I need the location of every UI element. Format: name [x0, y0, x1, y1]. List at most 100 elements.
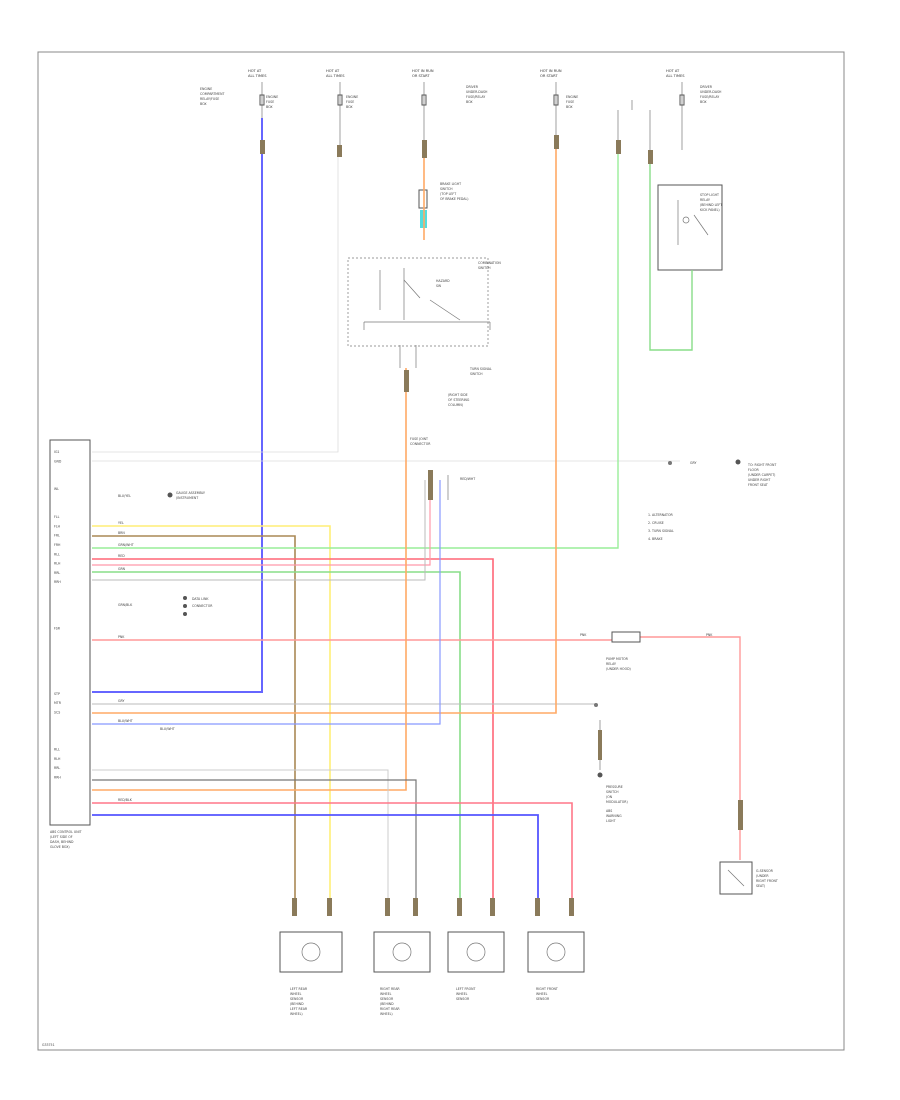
- ws1-line5: LEFT REAR: [290, 1007, 308, 1011]
- legend-1: 1. ALTERNATOR: [648, 513, 674, 517]
- ws1-line1: LEFT REAR: [290, 987, 308, 991]
- wires: [92, 118, 741, 905]
- module-pin-label: RRL: [54, 766, 60, 770]
- relay-box-line3: (TOP LEFT: [440, 192, 456, 196]
- fuse-3: [421, 94, 427, 106]
- conn-pink-gsensor: [738, 800, 743, 830]
- wire-green-long: [92, 145, 619, 549]
- module-pin-label: WL: [54, 487, 59, 491]
- module-pin-label: RRH: [54, 580, 61, 584]
- turn-sig-line3: (RIGHT SIDE: [448, 393, 468, 397]
- relay-box-line4: OF BRAKE PEDAL): [440, 197, 468, 201]
- conn-ws2-b: [413, 898, 418, 916]
- wire-grey-rr: [92, 769, 389, 905]
- feed-label-3-line2: OR START: [412, 74, 430, 78]
- wire-pink-rf: [92, 802, 573, 905]
- relay-box-line2: SWITCH: [440, 187, 453, 191]
- feed-label-3-line1: HOT IN RUN: [412, 69, 434, 73]
- g-sensor-line1: G-SENSOR: [756, 869, 774, 873]
- pump-motor-line1: PUMP MOTOR: [606, 657, 629, 661]
- fuse-1: [259, 94, 265, 106]
- wire-orange-top: [92, 140, 557, 714]
- ws2-line2: WHEEL: [380, 992, 392, 996]
- feed-label-1-line1: HOT AT: [248, 69, 262, 73]
- turn-sig-line5: COLUMN): [448, 403, 463, 407]
- g-sensor-line2: (UNDER: [756, 874, 769, 878]
- wire-yellow: [92, 525, 331, 905]
- feed-label-2-line1: HOT AT: [326, 69, 340, 73]
- hazard-line2: SW: [436, 284, 442, 288]
- ws3-line1: LEFT FRONT: [456, 987, 475, 991]
- wire-label-yel: YEL: [118, 521, 124, 525]
- turn-sig-line2: SWITCH: [470, 372, 483, 376]
- stop-light-relay: STOP LIGHT RELAY (BEHIND LEFT KICK PANEL…: [657, 184, 723, 271]
- fusebox-4-line4: BOX: [466, 100, 473, 104]
- gauge-line1: GAUGE ASSEMBLY: [176, 491, 205, 495]
- module-pin-label: STP: [54, 692, 60, 696]
- ws2-line1: RIGHT REAR: [380, 987, 400, 991]
- wire-pink-right: [640, 636, 741, 860]
- warning-line3: LIGHT: [606, 819, 616, 823]
- wire-label-fsr-2: PNK: [706, 633, 713, 637]
- diagram-frame: [37, 51, 845, 1051]
- feed-label-4-line1: HOT IN RUN: [540, 69, 562, 73]
- abs-module-line3: DASH, BEHIND: [50, 840, 74, 844]
- pump-ref: GRY: [690, 461, 696, 465]
- wire-label-fsr: PNK: [580, 633, 587, 637]
- abs-control-unit: ABS CONTROL UNIT (LEFT SIDE OF DASH, BEH…: [49, 439, 91, 849]
- stop-relay-line2: RELAY: [700, 198, 710, 202]
- fusebox-5-line3: BOX: [566, 105, 573, 109]
- module-pin-label: FLL: [54, 515, 60, 519]
- conn-orange-top: [554, 135, 559, 149]
- wire-label-redblk: RED/BLK: [118, 798, 133, 802]
- wire-label-grnblk: GRN/BLK: [118, 603, 133, 607]
- pump-motor-line3: (UNDER HOOD): [606, 667, 631, 671]
- turn-signal-switch: TURN SIGNAL SWITCH (RIGHT SIDE OF STEERI…: [410, 367, 492, 500]
- conn-ws1-b: [327, 898, 332, 916]
- g-sensor-line3: RIGHT FRONT: [756, 879, 778, 883]
- stop-relay-line3: (BEHIND LEFT: [700, 203, 722, 207]
- wire-green-lf: [92, 571, 461, 905]
- wire-blue-light: [92, 480, 441, 725]
- feed-label-2-line2: ALL TIMES: [326, 74, 345, 78]
- wheel-sensor-lr: LEFT REAR WHEEL SENSOR (BEHIND LEFT REAR…: [279, 931, 343, 1016]
- hazard-line1: HAZARD: [436, 279, 450, 283]
- feed-label-1-line2: ALL TIMES: [248, 74, 267, 78]
- pressure-sw-line1: PRESSURE: [606, 785, 623, 789]
- conn-grey-warning: [598, 730, 602, 760]
- legend-2: 2. CRUISE: [648, 521, 664, 525]
- right-note-line1: TO: RIGHT FRONT: [747, 463, 776, 467]
- module-pin-label: RRL: [54, 571, 60, 575]
- fusebox-1-line1: ENGINE: [200, 87, 212, 91]
- fuse-2: [337, 94, 343, 106]
- module-pin-label: FLH: [54, 524, 61, 528]
- ws3-line3: SENSOR: [456, 997, 470, 1001]
- brake-light-switch: BRAKE LIGHT SWITCH (TOP LEFT OF BRAKE PE…: [418, 182, 468, 228]
- wire-label-scs: BLU/WHT: [160, 727, 175, 731]
- ws1-line2: WHEEL: [290, 992, 302, 996]
- wheel-sensors: LEFT REAR WHEEL SENSOR (BEHIND LEFT REAR…: [279, 931, 585, 1016]
- wire-label-pnk: PNK: [118, 635, 125, 639]
- wire-label-wl: BLU/YEL: [118, 494, 131, 498]
- right-note-line2: FLOOR: [748, 468, 760, 472]
- ws2-line5: RIGHT REAR: [380, 1007, 400, 1011]
- legend-3: 3. TURN SIGNAL: [648, 529, 674, 533]
- fusebox-5-line1: ENGINE: [566, 95, 578, 99]
- combination-switch: COMBINATION SWITCH HAZARD SW: [347, 257, 501, 368]
- ws4-line1: RIGHT FRONT: [536, 987, 558, 991]
- right-note-line4: UNDER RIGHT: [748, 478, 770, 482]
- abs-module-line2: (LEFT SIDE OF: [50, 835, 73, 839]
- stop-relay-box: [657, 184, 723, 271]
- ws1-line6: WHEEL): [290, 1012, 303, 1016]
- wire-label-brn: BRN: [118, 531, 125, 535]
- gauge-assembly: GAUGE ASSEMBLY (INSTRUMENT DATA LINK CON…: [167, 491, 213, 616]
- fuse-4: [553, 94, 559, 106]
- relay-box-line1: BRAKE LIGHT: [440, 182, 461, 186]
- conn-grey-top: [337, 145, 342, 157]
- combo-switch-line1: COMBINATION: [478, 261, 501, 265]
- legend-4: 4. BRAKE: [648, 537, 663, 541]
- wheel-sensor-rf: RIGHT FRONT WHEEL SENSOR: [527, 931, 585, 1001]
- wire-label-bluwht: BLU/WHT: [118, 719, 133, 723]
- module-pin-label: IG1: [54, 450, 59, 454]
